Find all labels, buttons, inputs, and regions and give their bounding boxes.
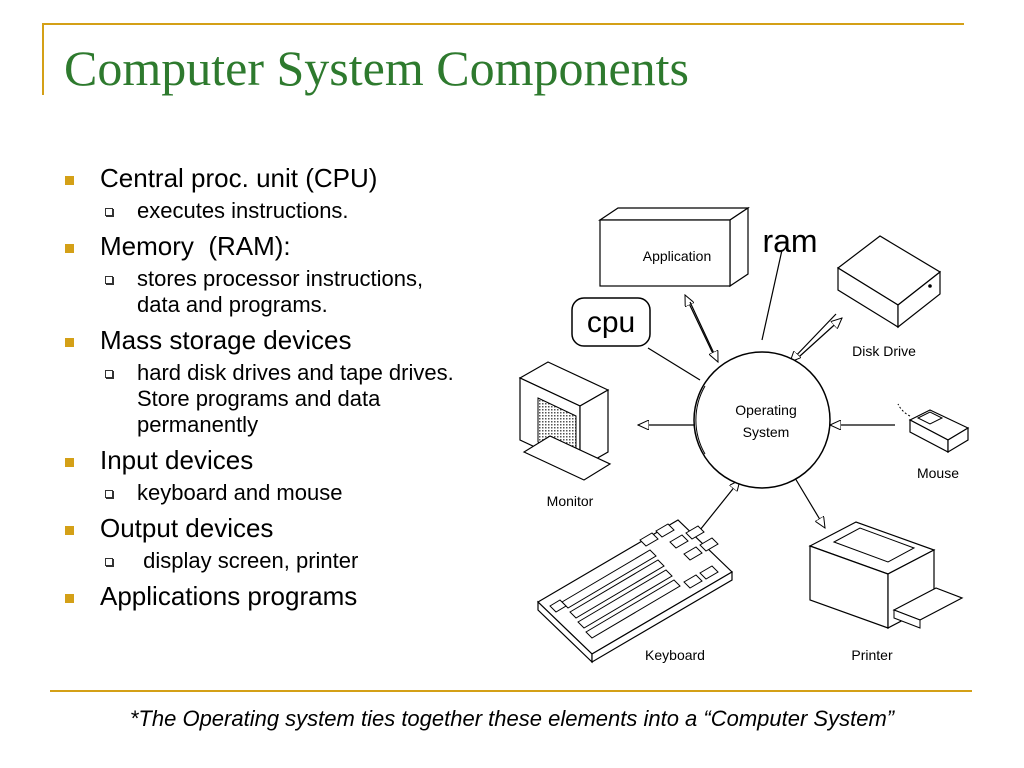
connector-lines bbox=[638, 249, 895, 531]
printer-label: Printer bbox=[851, 647, 893, 663]
sub-bullet-item: hard disk drives and tape drives. Store … bbox=[100, 360, 492, 438]
square-bullet-icon bbox=[65, 458, 74, 467]
mouse-label: Mouse bbox=[917, 465, 959, 481]
bullet-item: Memory (RAM): stores processor instructi… bbox=[62, 230, 502, 318]
square-bullet-icon bbox=[65, 244, 74, 253]
monitor-label: Monitor bbox=[547, 493, 594, 509]
bullet-item: Central proc. unit (CPU) executes instru… bbox=[62, 162, 502, 224]
keyboard-icon: Keyboard bbox=[537, 519, 733, 664]
footnote: *The Operating system ties together thes… bbox=[129, 706, 895, 731]
application-label: Application bbox=[643, 248, 712, 264]
sub-bullet-text: stores processor instructions, data and … bbox=[137, 266, 424, 317]
bullet-item: Applications programs bbox=[62, 580, 502, 612]
bullet-text: Central proc. unit (CPU) bbox=[100, 163, 378, 193]
box-bullet-icon bbox=[105, 490, 113, 498]
disk-drive-label: Disk Drive bbox=[852, 343, 916, 359]
bullet-text: Memory (RAM): bbox=[100, 231, 291, 261]
operating-system-hub: Operating System bbox=[693, 351, 831, 489]
application-box: Application bbox=[598, 206, 750, 288]
arrow-from-keyboard bbox=[699, 480, 740, 531]
printer-icon: Printer bbox=[808, 521, 964, 663]
bullet-text: Mass storage devices bbox=[100, 325, 352, 355]
sub-list: display screen, printer bbox=[100, 548, 502, 574]
os-diagram: Operating System Application ram cpu Dis… bbox=[518, 206, 970, 664]
sub-bullet-item: executes instructions. bbox=[100, 198, 502, 224]
bullet-text: Output devices bbox=[100, 513, 274, 543]
left-rule bbox=[42, 23, 44, 95]
monitor-icon: Monitor bbox=[518, 361, 612, 509]
bullet-text: Applications programs bbox=[100, 581, 358, 611]
bullet-list: Central proc. unit (CPU) executes instru… bbox=[62, 162, 502, 612]
bullet-item: Input devices keyboard and mouse bbox=[62, 444, 502, 506]
sub-list: executes instructions. bbox=[100, 198, 502, 224]
square-bullet-icon bbox=[65, 338, 74, 347]
disk-drive-icon: Disk Drive bbox=[836, 235, 942, 359]
line-to-cpu bbox=[647, 347, 701, 381]
cpu-bubble: cpu bbox=[571, 297, 651, 347]
box-bullet-icon bbox=[105, 208, 113, 216]
ram-label: ram bbox=[762, 223, 817, 259]
keyboard-label: Keyboard bbox=[645, 647, 705, 663]
arrow-to-printer bbox=[794, 477, 825, 528]
sub-bullet-text: hard disk drives and tape drives. Store … bbox=[137, 360, 454, 437]
square-bullet-icon bbox=[65, 526, 74, 535]
sub-bullet-text: display screen, printer bbox=[137, 548, 359, 573]
bullet-item: Mass storage devices hard disk drives an… bbox=[62, 324, 502, 438]
cpu-label: cpu bbox=[587, 306, 635, 339]
box-bullet-icon bbox=[105, 370, 113, 378]
box-bullet-icon bbox=[105, 276, 113, 284]
sub-bullet-text: executes instructions. bbox=[137, 198, 349, 223]
box-bullet-icon bbox=[105, 558, 113, 566]
arrow-from-disk bbox=[790, 313, 837, 362]
arrow-from-application bbox=[689, 301, 719, 362]
bullet-item: Output devices display screen, printer bbox=[62, 512, 502, 574]
sub-list: hard disk drives and tape drives. Store … bbox=[100, 360, 502, 438]
sub-list: stores processor instructions, data and … bbox=[100, 266, 502, 318]
sub-bullet-item: keyboard and mouse bbox=[100, 480, 502, 506]
footer-rule bbox=[50, 690, 972, 692]
arrow-to-disk bbox=[789, 318, 842, 366]
square-bullet-icon bbox=[65, 176, 74, 185]
arrow-to-application bbox=[684, 295, 716, 359]
sub-list: keyboard and mouse bbox=[100, 480, 502, 506]
sub-bullet-item: display screen, printer bbox=[100, 548, 502, 574]
mouse-icon: Mouse bbox=[897, 403, 970, 481]
slide-title: Computer System Components bbox=[64, 40, 689, 96]
line-to-ram bbox=[761, 249, 783, 341]
os-label-line2: System bbox=[743, 424, 790, 440]
sub-bullet-item: stores processor instructions, data and … bbox=[100, 266, 427, 318]
sub-bullet-text: keyboard and mouse bbox=[137, 480, 343, 505]
top-rule bbox=[42, 23, 964, 25]
os-label-line1: Operating bbox=[735, 402, 796, 418]
bullet-text: Input devices bbox=[100, 445, 254, 475]
square-bullet-icon bbox=[65, 594, 74, 603]
